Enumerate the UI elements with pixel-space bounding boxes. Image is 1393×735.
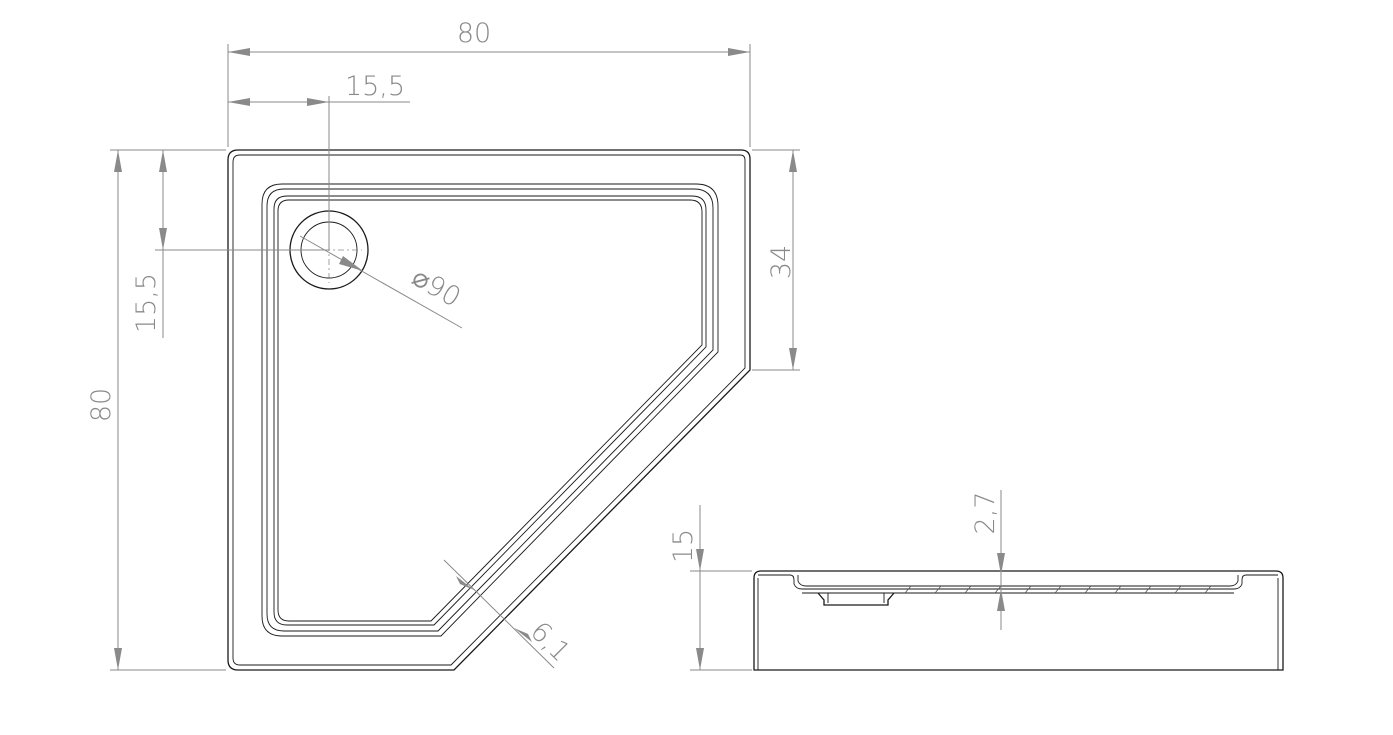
dim-text-floor-depth: 2,7 (970, 492, 1001, 535)
dimension-right-edge: 34 (752, 149, 800, 371)
tray-outer-outline (227, 149, 751, 671)
dim-text-top-width: 80 (457, 18, 491, 49)
dimension-floor-depth: 2,7 (970, 490, 1005, 630)
basin-outline-2 (266, 188, 714, 632)
dim-text-right-edge: 34 (766, 245, 797, 279)
dimension-top-width: 80 (227, 18, 751, 147)
plan-view (227, 149, 751, 671)
dim-text-drain-offset-x: 15,5 (345, 71, 405, 102)
section-rim-right (1233, 574, 1278, 590)
section-outer-outline (753, 570, 1284, 671)
basin-outline-3 (273, 195, 707, 626)
basin-outline-4 (277, 199, 703, 622)
section-drain-sump (817, 592, 895, 606)
tray-outer-outline-inner (232, 154, 746, 666)
dim-text-rim-width: 6,1 (524, 616, 576, 668)
dim-text-drain-diameter: ⌀90 (407, 262, 466, 314)
section-rim-left (758, 574, 803, 590)
dim-text-drain-offset-y: 15,5 (131, 273, 162, 333)
section-hatching (904, 585, 1212, 594)
dim-text-tray-height: 15 (668, 529, 699, 563)
dimension-drain-diameter: ⌀90 (299, 235, 466, 329)
dimension-drain-offset-y: 15,5 (131, 150, 329, 338)
dimension-drain-offset-x: 15,5 (228, 71, 410, 250)
dimension-side-height: 80 (86, 149, 226, 671)
basin-outline-1 (261, 183, 719, 637)
dim-text-side-height: 80 (86, 388, 117, 422)
section-view (753, 570, 1284, 671)
dimension-tray-height: 15 (668, 505, 752, 671)
